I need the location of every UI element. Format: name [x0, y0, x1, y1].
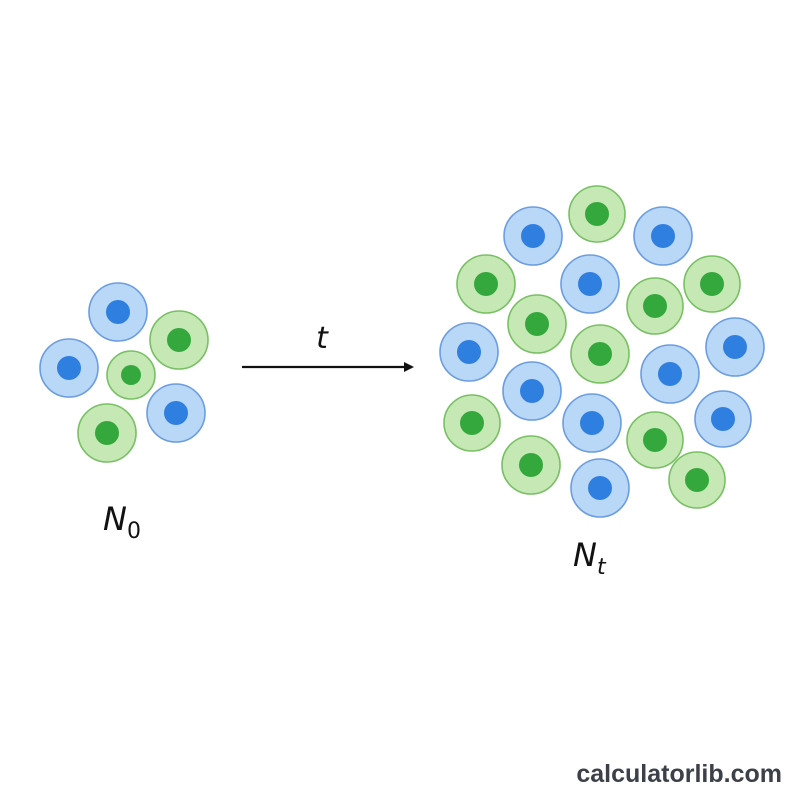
final-cell-blue-11 [705, 317, 765, 377]
final-cell-green-2 [568, 185, 626, 243]
final-cell-green-10 [570, 324, 630, 384]
final-cell-green-6 [683, 255, 741, 313]
cell-nucleus [685, 468, 709, 492]
final-cell-green-17 [626, 411, 684, 469]
final-cell-blue-15 [562, 393, 622, 453]
final-cell-green-18 [501, 435, 561, 495]
cell-nucleus [578, 272, 602, 296]
cell-nucleus [457, 340, 481, 364]
final-cell-green-20 [668, 451, 726, 509]
final-cell-green-7 [507, 294, 567, 354]
cell-nucleus [121, 365, 141, 385]
final-cell-green-14 [443, 394, 501, 452]
cell-nucleus [474, 272, 498, 296]
watermark: calculatorlib.com [576, 760, 782, 788]
initial-cell-cluster [39, 282, 209, 463]
final-cell-green-4 [456, 254, 516, 314]
cell-nucleus [723, 335, 747, 359]
initial-population-label: N0 [103, 500, 141, 544]
initial-cell-green-5 [77, 403, 137, 463]
cell-nucleus [164, 401, 188, 425]
initial-cell-blue-3 [39, 338, 99, 398]
final-cell-green-8 [626, 277, 684, 335]
cell-nucleus [167, 328, 191, 352]
final-cell-blue-9 [439, 322, 499, 382]
final-cell-cluster [439, 185, 765, 518]
cell-nucleus [588, 476, 612, 500]
cell-nucleus [520, 379, 544, 403]
cell-nucleus [521, 224, 545, 248]
initial-cell-green-2 [149, 310, 209, 370]
final-cell-blue-12 [502, 361, 562, 421]
initial-cell-blue-6 [146, 383, 206, 443]
final-cell-blue-19 [570, 458, 630, 518]
final-label-subscript: t [597, 555, 607, 580]
cell-nucleus [57, 356, 81, 380]
cell-nucleus [643, 428, 667, 452]
final-cell-blue-1 [503, 206, 563, 266]
initial-cell-green-4 [106, 350, 156, 400]
cell-nucleus [95, 421, 119, 445]
final-cell-blue-5 [560, 254, 620, 314]
cell-nucleus [588, 342, 612, 366]
cell-nucleus [585, 202, 609, 226]
time-label: t [316, 321, 329, 356]
initial-cell-blue-1 [88, 282, 148, 342]
cell-nucleus [525, 312, 549, 336]
cell-nucleus [106, 300, 130, 324]
final-cell-blue-13 [640, 344, 700, 404]
initial-label-main: N [103, 500, 127, 538]
cell-nucleus [643, 294, 667, 318]
cell-nucleus [651, 224, 675, 248]
cell-nucleus [658, 362, 682, 386]
cell-nucleus [700, 272, 724, 296]
initial-label-subscript: 0 [127, 519, 141, 544]
cell-nucleus [460, 411, 484, 435]
cell-nucleus [711, 407, 735, 431]
final-population-label: Nt [573, 536, 607, 580]
final-cell-blue-3 [633, 206, 693, 266]
cell-nucleus [580, 411, 604, 435]
final-label-main: N [573, 536, 597, 574]
cell-nucleus [519, 453, 543, 477]
final-cell-blue-16 [694, 390, 752, 448]
